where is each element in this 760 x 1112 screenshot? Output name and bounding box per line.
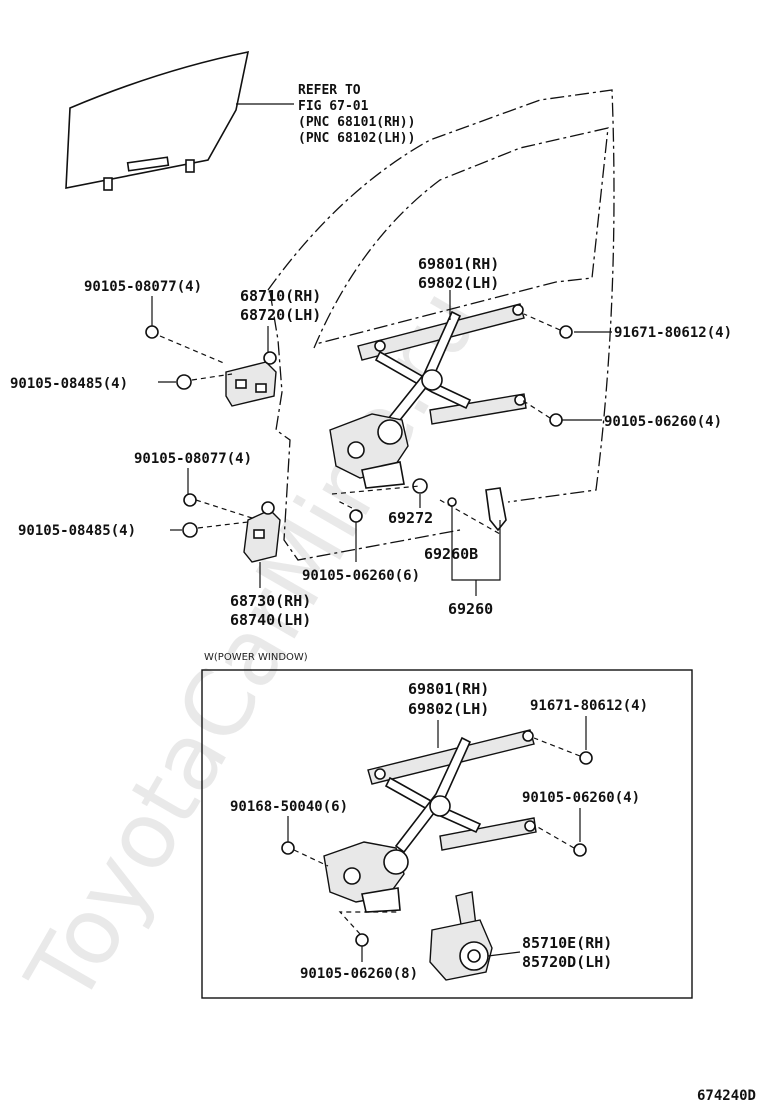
door-outline (267, 89, 615, 561)
top-dash-lines (159, 313, 561, 535)
svg-text:69260B: 69260B (424, 545, 478, 563)
svg-text:85710E(RH): 85710E(RH) (522, 934, 612, 952)
svg-text:(PNC 68101(RH)): (PNC 68101(RH)) (298, 115, 415, 130)
svg-text:69801(RH): 69801(RH) (408, 680, 489, 698)
power-dash-lines (293, 737, 581, 935)
svg-text:90105-08485(4): 90105-08485(4) (18, 523, 136, 539)
svg-text:90105-06260(6): 90105-06260(6) (302, 568, 420, 584)
lower-hinge (243, 501, 281, 563)
svg-text:69801(RH): 69801(RH) (418, 255, 499, 273)
window-regulator-power (323, 729, 537, 913)
svg-text:69802(LH): 69802(LH) (408, 700, 489, 718)
top-leaders (151, 290, 612, 596)
svg-text:90105-08077(4): 90105-08077(4) (134, 451, 252, 467)
regulator-handle (485, 487, 507, 532)
upper-hinge (225, 351, 277, 407)
power-leaders (287, 716, 587, 962)
glass-ref-note: REFER TO FIG 67-01 (PNC 68101(RH)) (PNC … (298, 83, 415, 146)
svg-text:68710(RH): 68710(RH) (240, 287, 321, 305)
svg-text:69260: 69260 (448, 600, 493, 618)
svg-text:90105-08077(4): 90105-08077(4) (84, 279, 202, 295)
power-window-title: W(POWER WINDOW) (204, 652, 308, 663)
svg-text:68730(RH): 68730(RH) (230, 592, 311, 610)
svg-text:90105-06260(4): 90105-06260(4) (522, 790, 640, 806)
svg-text:68740(LH): 68740(LH) (230, 611, 311, 629)
svg-text:90105-06260(8): 90105-06260(8) (300, 966, 418, 982)
bolt-icon-group-power (281, 751, 593, 947)
svg-text:91671-80612(4): 91671-80612(4) (530, 698, 648, 714)
svg-text:69272: 69272 (388, 509, 433, 527)
svg-text:91671-80612(4): 91671-80612(4) (614, 325, 732, 341)
top-labels: 69801(RH) 69802(LH) 68710(RH) 68720(LH) … (10, 255, 732, 629)
svg-text:FIG 67-01: FIG 67-01 (298, 99, 369, 114)
power-window-box (201, 669, 693, 999)
svg-text:90168-50040(6): 90168-50040(6) (230, 799, 348, 815)
door-glass (65, 50, 250, 191)
svg-text:90105-06260(4): 90105-06260(4) (604, 414, 722, 430)
window-regulator-manual (329, 303, 527, 489)
svg-text:69802(LH): 69802(LH) (418, 274, 499, 292)
power-labels: 69801(RH) 69802(LH) 91671-80612(4) 90105… (230, 680, 648, 982)
svg-text:REFER TO: REFER TO (298, 83, 361, 98)
svg-text:68720(LH): 68720(LH) (240, 306, 321, 324)
diagram-id: 674240D (697, 1088, 756, 1104)
window-motor (429, 891, 493, 981)
svg-text:(PNC 68102(LH)): (PNC 68102(LH)) (298, 131, 415, 146)
svg-text:85720D(LH): 85720D(LH) (522, 953, 612, 971)
svg-text:90105-08485(4): 90105-08485(4) (10, 376, 128, 392)
bolt-icon-group-top (145, 325, 573, 538)
